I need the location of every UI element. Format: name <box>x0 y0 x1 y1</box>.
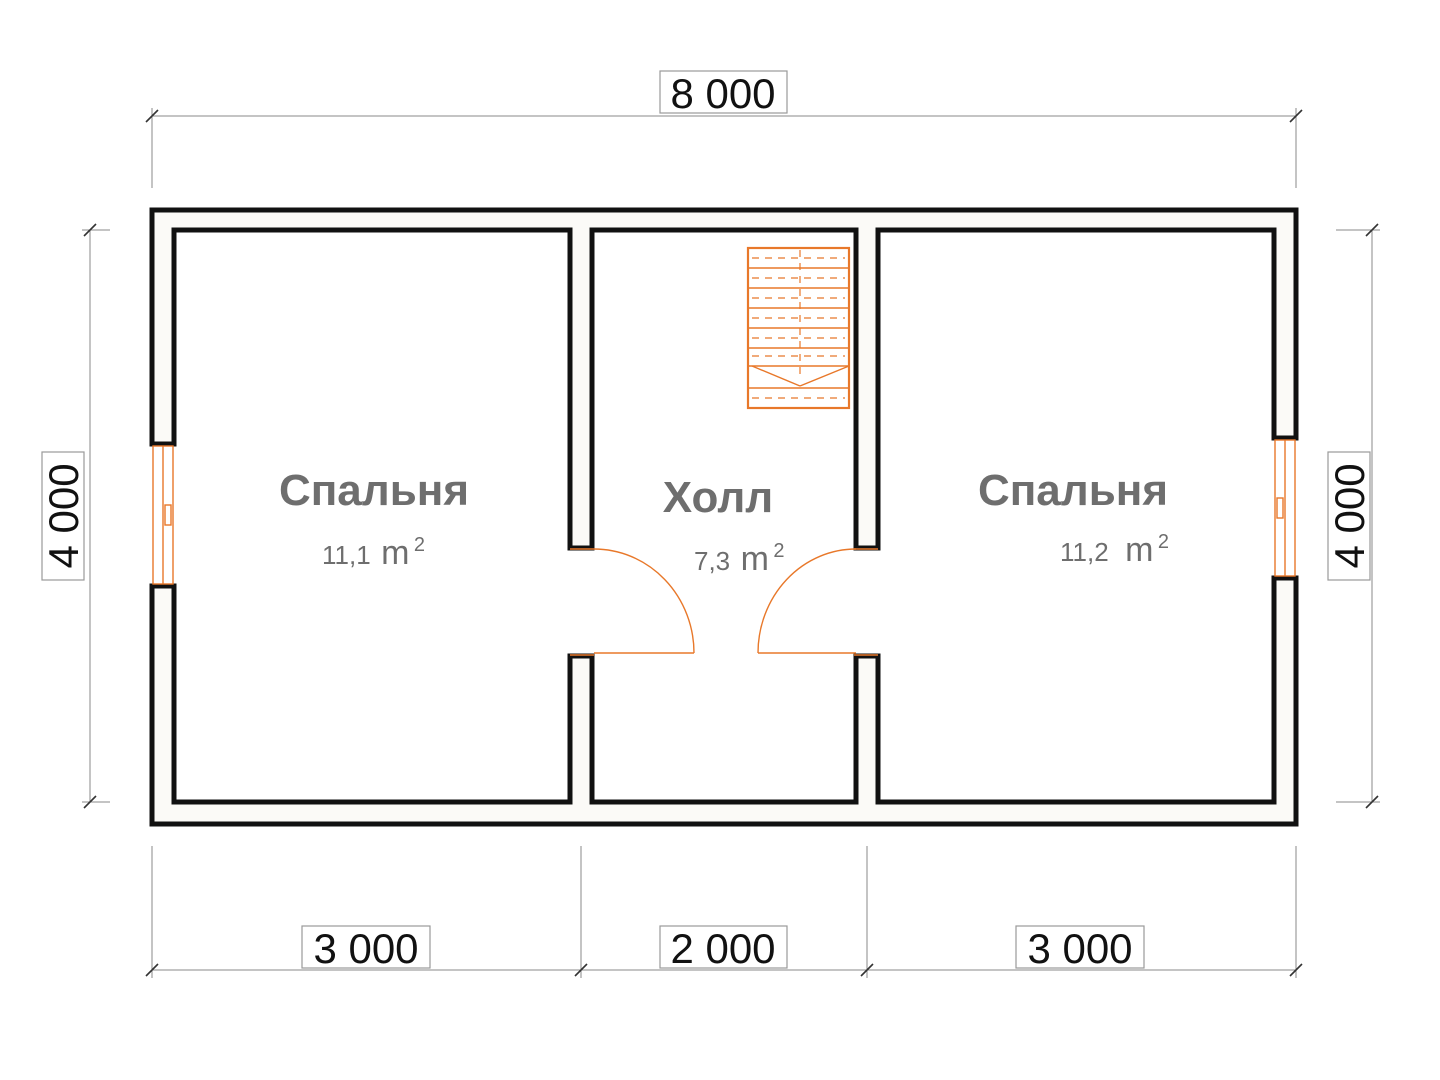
dimension-top-label: 8 000 <box>670 70 775 117</box>
room-area-unit: m <box>741 540 769 578</box>
room-area: 11,2 <box>1060 537 1109 567</box>
svg-text:11,1 m 2: 11,1 m 2 <box>322 534 425 572</box>
outer-wall <box>149 207 1299 551</box>
room-bedroom-right: Спальня 11,2 m 2 <box>978 466 1169 569</box>
room-area-unit: m <box>1125 531 1153 569</box>
svg-text:11,2 m 2: 11,2 m 2 <box>1060 531 1169 569</box>
room-area: 11,1 <box>322 540 371 570</box>
room-area: 7,3 <box>694 546 730 576</box>
window-icon <box>152 445 174 585</box>
room-area-sup: 2 <box>414 534 425 556</box>
room-area-unit: m <box>381 534 409 572</box>
dimension-bottom-left-label: 3 000 <box>313 925 418 972</box>
outer-wall-lower <box>149 575 1299 827</box>
dimension-top: 8 000 <box>145 70 1303 188</box>
room-area-sup: 2 <box>1158 531 1169 553</box>
dimension-bottom-right-label: 3 000 <box>1027 925 1132 972</box>
svg-text:7,3 m 2: 7,3 m 2 <box>694 540 785 578</box>
room-name: Холл <box>663 473 773 522</box>
dimension-left-label: 4 000 <box>40 463 87 568</box>
dimension-right: 4 000 <box>1326 223 1380 809</box>
room-bedroom-left: Спальня 11,1 m 2 <box>279 466 469 572</box>
room-name: Спальня <box>279 466 469 515</box>
window-icon <box>1274 439 1296 577</box>
walls <box>149 207 1299 827</box>
staircase-icon <box>746 246 851 410</box>
room-area-sup: 2 <box>773 540 784 562</box>
dimension-bottom-middle-label: 2 000 <box>670 925 775 972</box>
dimension-bottom: 3 000 2 000 3 000 <box>145 846 1303 978</box>
dimension-left: 4 000 <box>40 223 110 809</box>
door-swing-icon <box>757 548 878 656</box>
room-hall: Холл 7,3 m 2 <box>663 473 785 578</box>
dimension-right-label: 4 000 <box>1326 463 1373 568</box>
room-name: Спальня <box>978 466 1168 515</box>
door-swing-icon <box>570 548 695 656</box>
